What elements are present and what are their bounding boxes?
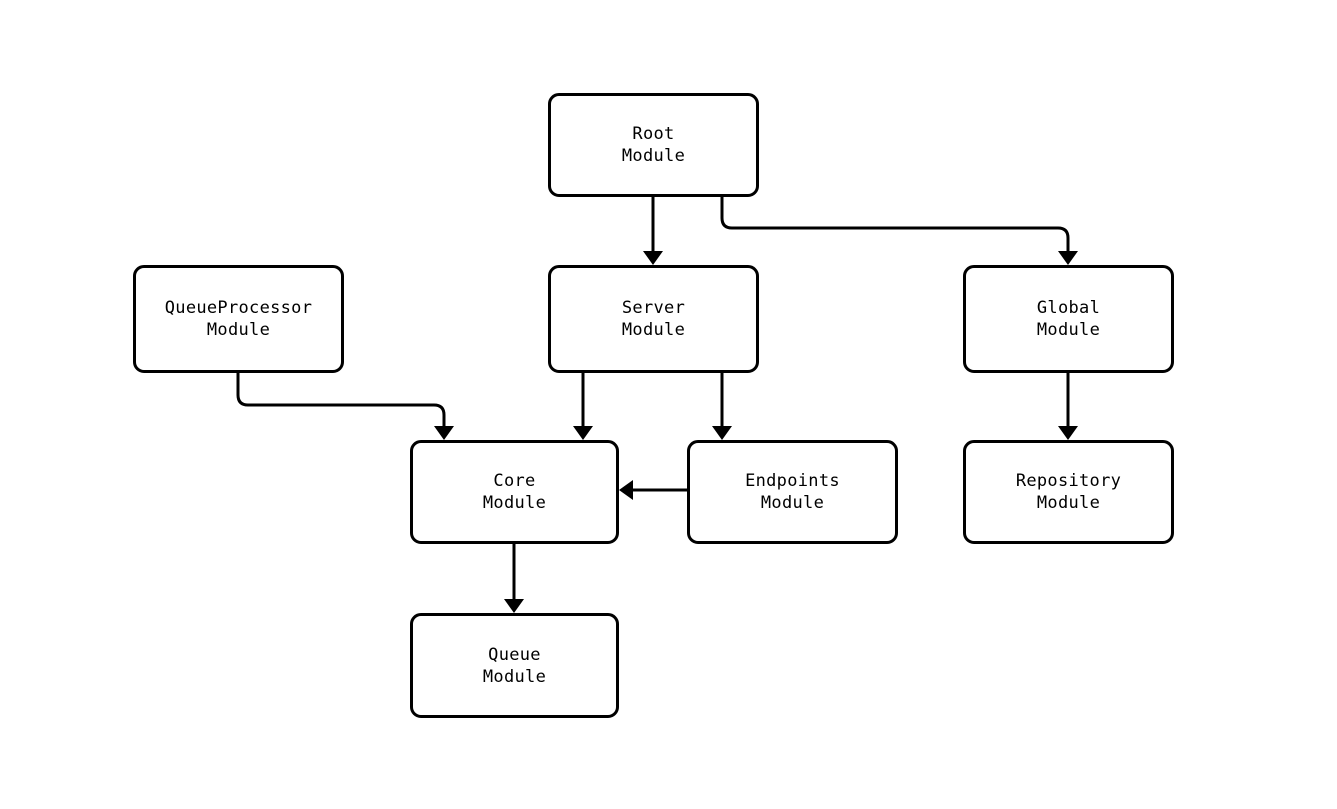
node-server-label-line2: Module — [621, 320, 686, 340]
node-queue-label-line2: Module — [482, 666, 547, 687]
node-core-label-line2: Module — [482, 493, 547, 513]
node-root-label-line2: Module — [621, 146, 686, 166]
edge-queueprocessor-to-core — [236, 373, 446, 433]
arrowhead-root-to-server — [643, 251, 663, 265]
arrowhead-core-to-queue — [504, 599, 524, 613]
arrowhead-endpoints-to-core — [619, 480, 633, 500]
edge-root-to-global — [720, 197, 1070, 258]
node-global-label-line1: Global — [1036, 298, 1101, 318]
node-queueprocessor-label-line1: QueueProcessor — [164, 298, 313, 318]
node-endpoints-label-line1: Endpoints — [745, 471, 840, 491]
arrowhead-server-to-endpoints — [712, 426, 732, 440]
node-server-label-line1: Server — [621, 298, 686, 318]
arrowhead-global-to-repository — [1058, 426, 1078, 440]
arrowhead-server-to-core — [573, 426, 593, 440]
node-repository-label-line2: Module — [1036, 493, 1101, 513]
node-repository-label-line1: Repository — [1015, 471, 1122, 491]
node-root-label-line1: Root — [632, 124, 675, 144]
node-queue-label-line1: Queue — [488, 644, 541, 665]
arrowhead-root-to-global — [1058, 251, 1078, 265]
node-queueprocessor-label-line2: Module — [206, 320, 271, 340]
node-core-label-line1: Core — [493, 471, 536, 491]
arrowhead-queueprocessor-to-core — [434, 426, 454, 440]
node-global-label-line2: Module — [1036, 320, 1101, 340]
node-endpoints-label-line2: Module — [760, 493, 825, 513]
